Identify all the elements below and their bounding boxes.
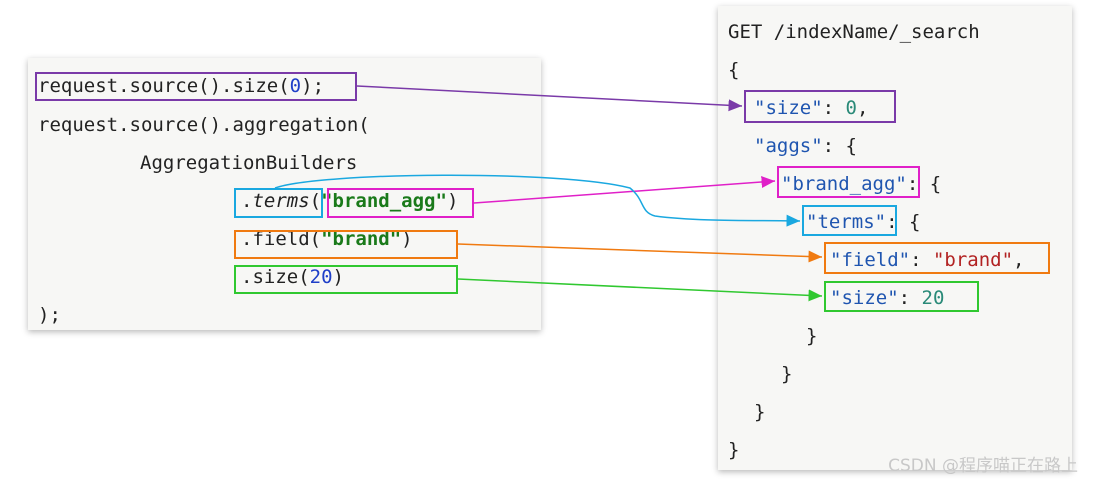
dsl-line-brand-agg: "brand_agg": { [781, 173, 942, 195]
dsl-line-terms: "terms": { [806, 211, 921, 233]
highlight-java-inner-size [234, 265, 458, 294]
highlight-dsl-brand-agg [777, 166, 920, 198]
java-line-builders: AggregationBuilders [140, 152, 358, 174]
java-line-close: ); [38, 304, 61, 326]
java-line-aggregation: request.source().aggregation( [38, 114, 370, 136]
watermark: CSDN @程序喵正在路上 [888, 456, 1078, 476]
dsl-line-close-brand-agg: } [781, 363, 793, 385]
highlight-dsl-size [744, 90, 896, 123]
dsl-line-open: { [728, 59, 740, 81]
dsl-line-size: "size": 0, [754, 97, 869, 119]
highlight-java-field [234, 230, 458, 259]
dsl-code-panel [718, 6, 1072, 470]
highlight-dsl-field [824, 242, 1050, 274]
java-line-size: request.source().size(0); [38, 75, 325, 97]
dsl-line-close-terms: } [806, 325, 818, 347]
dsl-line-request: GET /indexName/_search [728, 21, 980, 43]
dsl-line-inner-size: "size": 20 [830, 287, 945, 309]
dsl-line-field: "field": "brand", [830, 249, 1025, 271]
java-line-field: .field("brand") [241, 228, 413, 250]
java-line-inner-size: .size(20) [241, 266, 344, 288]
dsl-line-aggs: "aggs": { [754, 135, 857, 157]
highlight-java-size [35, 72, 357, 101]
dsl-line-close-root: } [728, 439, 740, 461]
dsl-line-close-aggs: } [754, 401, 766, 423]
highlight-java-brand-agg [327, 188, 474, 218]
highlight-dsl-inner-size [824, 281, 979, 312]
highlight-dsl-terms [802, 205, 897, 236]
highlight-java-terms [234, 188, 323, 218]
